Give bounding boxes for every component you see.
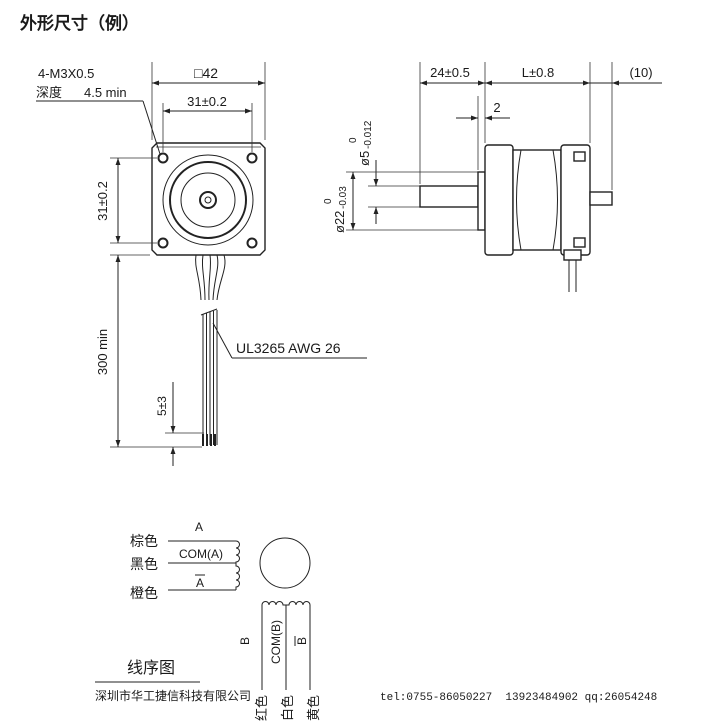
signal-b-bar: B <box>295 637 309 645</box>
wire-color-brown: 棕色 <box>130 533 158 549</box>
page-title: 外形尺寸（例） <box>20 13 139 33</box>
lead-length-label: 300 min <box>95 329 110 375</box>
front-view: □42 31±0.2 31±0.2 4-M3X0.5 深度 4.5 min <box>36 62 367 466</box>
hole-pitch-h-label: 31±0.2 <box>187 94 227 109</box>
coil-b <box>261 601 311 606</box>
strip-length-label: 5±3 <box>155 396 169 416</box>
rear-shaft-length-label: (10) <box>629 65 652 80</box>
footer-company: 深圳市华工捷信科技有限公司 <box>95 688 251 703</box>
stator-contour-right <box>552 149 558 251</box>
mounting-hole-top-left <box>157 152 169 164</box>
rotor-symbol <box>259 537 311 589</box>
thread-callout-leader <box>142 100 161 155</box>
shaft-center <box>204 196 212 204</box>
shaft-circle <box>199 191 217 209</box>
boss-dia-lower-tol: -0.03 <box>338 186 349 209</box>
wire-color-white: 白色 <box>280 695 295 721</box>
flange-circle-outer <box>162 154 254 246</box>
footer-contact: tel:0755-86050227 13923484902 qq:2605424… <box>380 692 657 704</box>
lead-wire-stripped-ends <box>202 434 216 446</box>
depth-value: 4.5 min <box>84 85 127 100</box>
thread-spec-label: 4-M3X0.5 <box>38 66 94 81</box>
shaft-dia-lower-tol: -0.012 <box>363 120 374 149</box>
wire-color-orange: 橙色 <box>130 585 158 601</box>
hole-pitch-v-label: 31±0.2 <box>95 181 110 221</box>
mounting-hole-bottom-right <box>246 237 258 249</box>
signal-a: A <box>195 520 203 534</box>
depth-label: 深度 <box>36 85 62 100</box>
front-boss <box>477 171 486 231</box>
lead-wires-lower <box>200 308 218 445</box>
cable-spec-label: UL3265 AWG 26 <box>236 340 341 356</box>
front-end-cap <box>484 144 514 256</box>
coil-a <box>235 540 240 590</box>
boss-height-label: 2 <box>493 100 500 115</box>
wire-color-black: 黑色 <box>130 556 158 572</box>
stator-body <box>512 149 562 251</box>
shaft-dia-nominal: ø5 <box>357 151 372 166</box>
rear-shaft <box>589 191 613 206</box>
flange-circle-inner <box>180 172 236 228</box>
stator-contour-left <box>516 149 522 251</box>
wire-color-red: 红色 <box>254 695 269 721</box>
signal-a-bar: A <box>196 576 204 590</box>
boss-dia-nominal: ø22 <box>332 211 347 233</box>
rear-cap-tab-bottom <box>573 237 586 248</box>
wire-color-yellow: 黄色 <box>306 695 321 721</box>
mounting-hole-bottom-left <box>157 237 169 249</box>
wiring-diagram: 棕色 黑色 橙色 A COM(A) A B COM(B) B 红色 白色 <box>95 520 321 721</box>
mounting-hole-top-right <box>246 152 258 164</box>
cable-spec-leader <box>212 322 233 359</box>
output-shaft <box>419 185 479 208</box>
boss-dia-upper-tol: 0 <box>323 198 334 204</box>
wiring-diagram-title: 线序图 <box>127 659 175 677</box>
lead-exit-grommet <box>563 249 582 261</box>
flange-size-label: □42 <box>194 65 218 81</box>
body-length-label: L±0.8 <box>522 65 554 80</box>
rear-cap-tab-top <box>573 151 586 162</box>
flange-circle-ring <box>169 161 247 239</box>
signal-com-b: COM(B) <box>269 620 283 664</box>
shaft-dia-upper-tol: 0 <box>348 137 359 143</box>
signal-b: B <box>238 637 252 645</box>
side-view: 24±0.5 L±0.8 (10) 2 ø5 -0.012 0 ø22 -0.0… <box>323 62 662 292</box>
lead-wires-upper <box>195 254 226 301</box>
shaft-length-label: 24±0.5 <box>430 65 470 80</box>
signal-com-a: COM(A) <box>179 547 223 561</box>
